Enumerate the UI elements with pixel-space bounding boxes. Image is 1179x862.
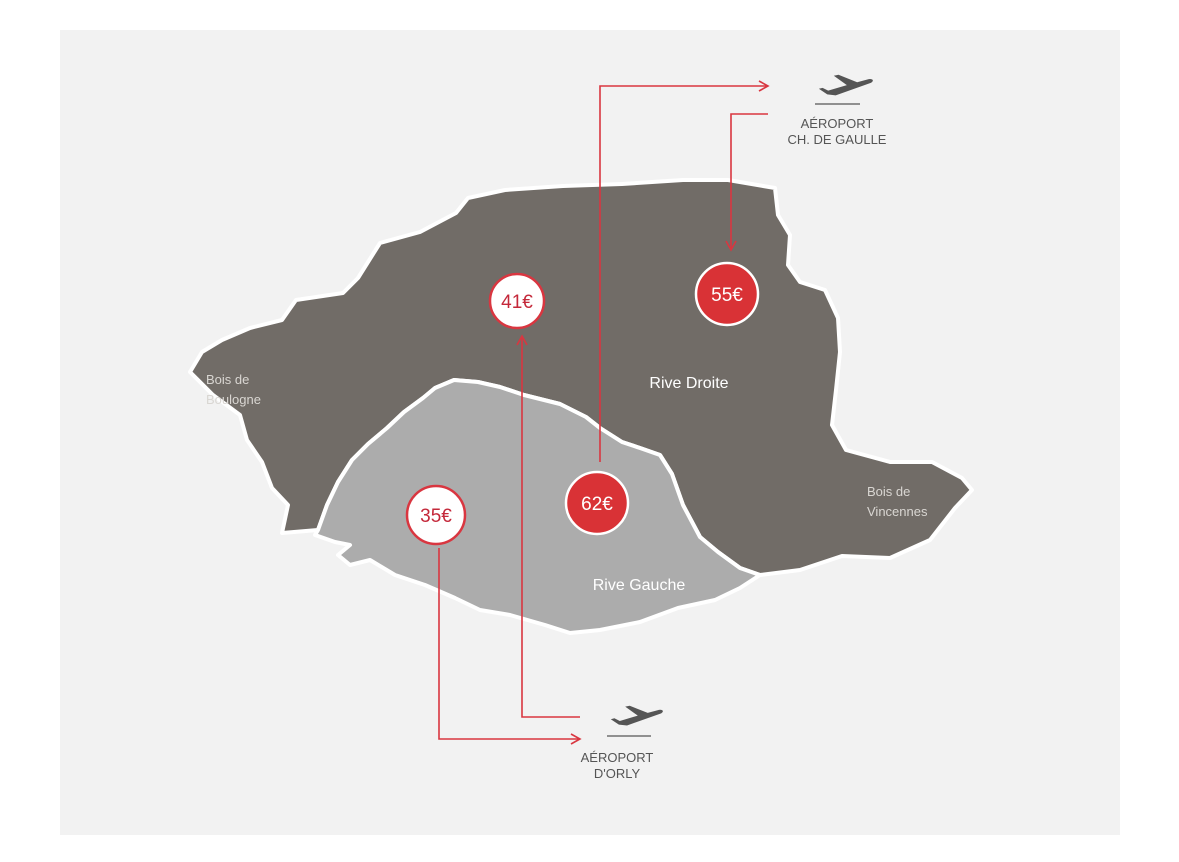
fare-badge-55: 55€: [694, 261, 760, 327]
fare-price-62: 62€: [581, 494, 613, 515]
fare-price-41: 41€: [501, 292, 533, 313]
route-line-41-orly: [516, 334, 580, 718]
rive-gauche-region: [313, 378, 762, 635]
fare-badge-41: 41€: [488, 272, 546, 330]
bois-de-vincennes-line-1: Bois de: [867, 484, 910, 499]
route-line-35-orly: [438, 548, 582, 745]
rive-droite-label: Rive Droite: [649, 375, 728, 392]
airport-cdg-line-1: AÉROPORT: [801, 116, 874, 131]
fare-badge-62: 62€: [564, 470, 630, 536]
fare-price-55: 55€: [711, 285, 743, 306]
bois-de-vincennes-label: Bois de Vincennes: [867, 484, 928, 519]
fare-price-35: 35€: [420, 506, 452, 527]
airport-orly: AÉROPORT D'ORLY: [581, 705, 663, 781]
bois-de-boulogne-line-2: Boulogne: [206, 392, 261, 407]
fare-badge-35: 35€: [405, 484, 467, 546]
rive-gauche-label: Rive Gauche: [593, 577, 686, 594]
bois-de-vincennes-line-2: Vincennes: [867, 504, 928, 519]
airport-orly-line-2: D'ORLY: [594, 766, 641, 781]
bois-de-boulogne-label: Bois de Boulogne: [206, 372, 261, 407]
airport-cdg: AÉROPORT CH. DE GAULLE: [788, 74, 887, 147]
airport-cdg-line-2: CH. DE GAULLE: [788, 132, 887, 147]
route-line-55-cdg: [725, 113, 768, 252]
route-line-62-cdg: [599, 80, 770, 462]
airport-orly-line-1: AÉROPORT: [581, 750, 654, 765]
route-lines: [438, 80, 770, 745]
bois-de-boulogne-line-1: Bois de: [206, 372, 249, 387]
